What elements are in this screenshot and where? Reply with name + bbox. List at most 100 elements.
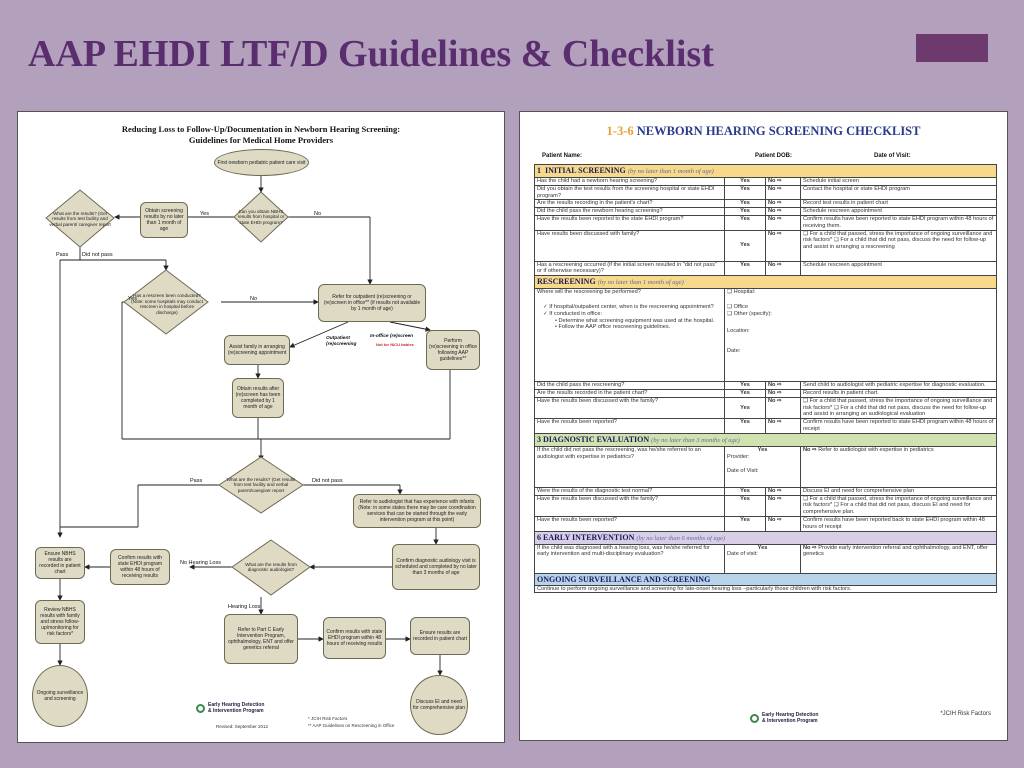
section-1-num: 1: [537, 166, 541, 175]
no-cell: No ⇨: [765, 494, 801, 517]
rescreen-bullet-1: If hospital/outpatient center, when is t…: [549, 303, 714, 310]
node-results-top: What are the results? (Get results from …: [49, 210, 111, 227]
node-obtain-after: Obtain results after (re)screen has been…: [232, 378, 284, 418]
ehdi-logo-icon: [750, 713, 759, 723]
node-ongoing: Ongoing surveillance and screening: [32, 665, 88, 727]
yes-cell: Yes: [724, 494, 766, 517]
ei-date-field[interactable]: Date of visit:: [727, 551, 758, 558]
action-cell: ❑ For a child that passed, stress the im…: [800, 494, 997, 517]
label-did-not-pass-2: Did not pass: [312, 478, 343, 484]
section-initial-screening: 1 INITIAL SCREENING (by no later than 1 …: [534, 164, 997, 178]
question-text: If the child was diagnosed with a hearin…: [534, 543, 725, 574]
no-cell: No ⇨: [765, 207, 801, 216]
table-row: Have the results been reported to the st…: [534, 214, 997, 231]
yes-cell: Yes: [724, 486, 766, 496]
label-not-nicu: Not for NICU babies: [376, 342, 414, 347]
question-text: Have the results been discussed with the…: [534, 494, 725, 517]
rescreen-office-option[interactable]: ❑ Office: [727, 303, 749, 310]
patient-name-label: Patient Name:: [542, 153, 583, 159]
rescreen-bullet-2: If conducted in office:: [549, 310, 603, 317]
question-text: Did the child pass the rescreening?: [534, 381, 725, 390]
question-text: Has a rescreening occurred (if the initi…: [534, 260, 725, 277]
flowchart-foot2: ** AAP Guidelines on Rescreening in Offi…: [308, 723, 395, 728]
yes-cell: Yes: [724, 214, 766, 231]
label-pass-2: Pass: [190, 478, 203, 484]
node-confirm-diag: Confirm diagnostic audiology visit is sc…: [392, 544, 480, 590]
question-text: Are the results recorded in the patient …: [534, 388, 725, 398]
label-no-2: No: [250, 296, 258, 302]
checklist-title: 1-3-6 NEWBORN HEARING SCREENING CHECKLIS…: [520, 124, 1007, 139]
section-2-note: (by no later than 1 month of age): [597, 279, 684, 287]
slide-title: AAP EHDI LTF/D Guidelines & Checklist: [28, 33, 714, 75]
yes-cell: Yes: [724, 418, 766, 434]
label-no-1: No: [314, 211, 322, 217]
yes-cell: Yes: [724, 515, 766, 532]
action-cell: ❑ For a child that passed, stress the im…: [800, 396, 997, 420]
section-1-title: INITIAL SCREENING: [545, 166, 626, 175]
no-cell: No ⇨: [765, 229, 801, 262]
node-assist: Assist family in arranging (re)screening…: [224, 335, 290, 365]
node-confirm-ehdi-2: Confirm results with state EHDI program …: [323, 617, 386, 659]
question-text: Did the child pass the newborn hearing s…: [534, 207, 725, 216]
question-text: Were the results of the diagnostic test …: [534, 486, 725, 496]
action-cell: Confirm results have been reported to st…: [800, 418, 997, 434]
action-cell: Discuss EI and need for comprehensive pl…: [800, 486, 997, 496]
node-rescreen-done: Has a rescreen been conducted? (Note: so…: [131, 293, 203, 315]
node-perform-office: Perform (re)screening in office followin…: [426, 330, 480, 370]
label-in-office: In-office (re)screen: [370, 334, 414, 339]
label-yes-1: Yes: [200, 211, 209, 217]
section-6-title: EARLY INTERVENTION: [543, 532, 635, 542]
flowchart-connectors: [45, 175, 451, 676]
table-row: Did you obtain the test results from the…: [534, 184, 997, 201]
rescreen-sub-2: Follow the AAP office rescreening guidel…: [558, 324, 671, 331]
yes-cell: Yes: [724, 388, 766, 398]
action-cell: Schedule initial screen: [800, 177, 997, 186]
diag-provider-field[interactable]: Provider:: [727, 453, 750, 460]
diag-date-field[interactable]: Date of Visit:: [727, 468, 759, 475]
ehdi-logo-icon: [196, 703, 205, 713]
patient-info-row: Patient Name: Patient DOB: Date of Visit…: [542, 153, 997, 163]
label-yes-2: Yes: [128, 296, 137, 302]
section-rescreening: RESCREENING (by no later than 1 month of…: [534, 275, 997, 290]
question-text: Did you obtain the test results from the…: [534, 184, 725, 201]
rescreen-date-field[interactable]: Date:: [727, 348, 741, 355]
no-cell: No ⇨: [765, 260, 801, 277]
section-ongoing-surveillance: ONGOING SURVEILLANCE AND SCREENING: [534, 572, 997, 586]
diag-referral-row: If the child did not pass the rescreenin…: [534, 445, 997, 488]
section-early-intervention: 6 EARLY INTERVENTION (by no later than 6…: [534, 530, 997, 545]
rescreen-hospital-option[interactable]: ❑ Hospital:: [727, 289, 756, 296]
rescreen-other-option[interactable]: ❑ Other (specify):: [727, 310, 772, 317]
action-cell: Schedule rescreen appointment: [800, 260, 997, 277]
node-refer-audiologist: Refer to audiologist that has experience…: [353, 494, 481, 528]
no-cell: No ⇨: [765, 515, 801, 532]
label-pass-1: Pass: [56, 252, 69, 258]
no-cell: No ⇨: [765, 381, 801, 390]
no-cell: No ⇨: [765, 486, 801, 496]
node-can-obtain: Can you obtain NBHS results from hospita…: [237, 208, 285, 225]
flowchart-title: Reducing Loss to Follow-Up/Documentation…: [18, 124, 504, 146]
checklist-title-num: 1-3-6: [606, 124, 634, 138]
yes-cell: Yes: [724, 229, 766, 262]
question-text: If the child did not pass the rescreenin…: [534, 445, 725, 488]
question-text: Have the results been reported?: [534, 515, 725, 532]
rescreen-where-text: Where will the rescreening be performed?: [537, 289, 641, 296]
flowchart-logo-line1: Early Hearing Detection: [208, 702, 265, 708]
checklist-logo-line1: Early Hearing Detection: [762, 712, 819, 718]
visit-date-label: Date of Visit:: [874, 153, 911, 159]
question-text: Has the child had a newborn hearing scre…: [534, 177, 725, 186]
table-row: Are the results recorded in the patient …: [534, 388, 997, 398]
checklist-table: 1 INITIAL SCREENING (by no later than 1 …: [534, 164, 997, 594]
action-cell: Send child to audiologist with pediatric…: [800, 381, 997, 390]
yes-cell: Yes: [724, 199, 766, 209]
section-6-num: 6: [537, 532, 541, 542]
no-cell: No ⇨: [765, 418, 801, 434]
label-no-hearing-loss: No Hearing Loss: [180, 560, 221, 566]
decision-can-obtain: [233, 191, 289, 243]
rescreen-location-field[interactable]: Location:: [727, 327, 750, 334]
node-ensure-nbhs: Ensure NBHS results are recorded in pati…: [35, 547, 85, 579]
table-row: Were the results of the diagnostic test …: [534, 486, 997, 496]
action-cell: Record test results in patient chart: [800, 199, 997, 209]
section-6-note: (by no later than 6 months of age): [636, 534, 726, 542]
